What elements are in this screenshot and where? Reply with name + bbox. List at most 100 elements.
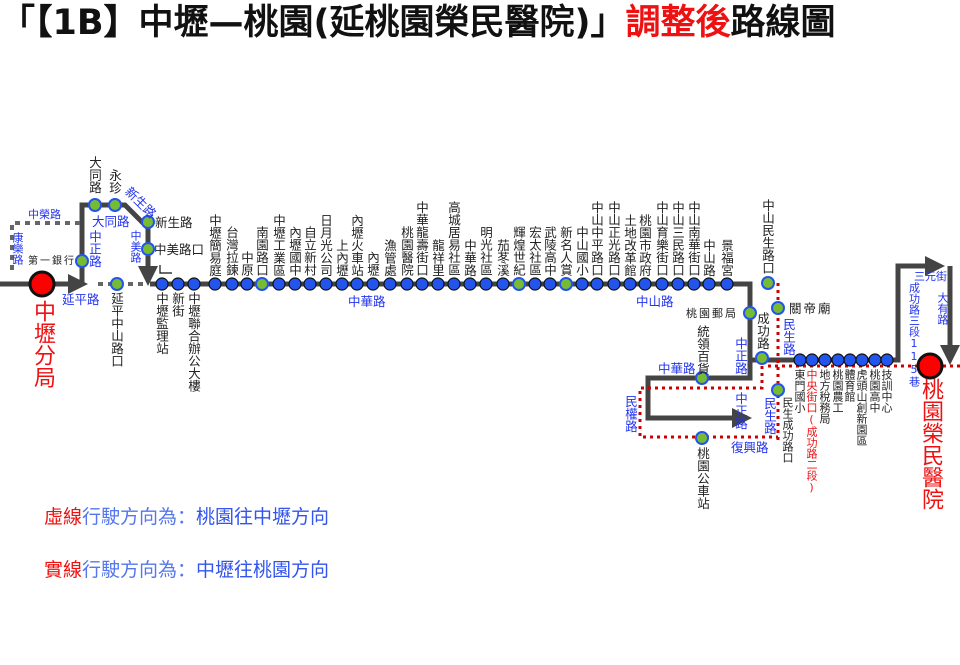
station-marker[interactable] — [880, 353, 894, 367]
station-label: 桃園農工 — [831, 369, 844, 413]
station-label: 中山育樂街口 — [654, 201, 669, 276]
station-marker[interactable] — [671, 277, 685, 291]
station-marker[interactable] — [559, 277, 573, 291]
road-label: 中榮路 — [28, 208, 61, 221]
station-label: 新街 — [170, 292, 185, 317]
station-marker[interactable] — [771, 301, 785, 315]
station-marker[interactable] — [75, 254, 89, 268]
station-label: 中山國小 — [574, 226, 589, 276]
terminal-marker-start — [28, 270, 56, 298]
station-label: 中央街口(成功路二段) — [805, 369, 818, 494]
terminal-label-start: 中壢分局 — [30, 300, 55, 388]
road-label: 康樂路 — [11, 232, 24, 265]
station-marker[interactable] — [141, 215, 155, 229]
station-marker[interactable] — [695, 431, 709, 445]
station-label: 中華路 — [462, 238, 477, 277]
station-marker[interactable] — [225, 277, 239, 291]
station-marker[interactable] — [528, 277, 542, 291]
station-label: 宏太社區 — [527, 226, 542, 276]
station-marker[interactable] — [590, 277, 604, 291]
station-label: 中山南華街口 — [686, 201, 701, 276]
station-marker[interactable] — [272, 277, 286, 291]
station-marker[interactable] — [702, 277, 716, 291]
station-marker[interactable] — [319, 277, 333, 291]
station-marker[interactable] — [818, 353, 832, 367]
station-label: 自立新村 — [302, 226, 317, 276]
station-label: 漁管處 — [382, 238, 397, 277]
station-marker[interactable] — [720, 277, 734, 291]
station-label: 體育館 — [843, 369, 856, 402]
station-marker[interactable] — [447, 277, 461, 291]
road-label: 復興路 — [731, 440, 769, 455]
station-marker[interactable] — [496, 277, 510, 291]
station-marker[interactable] — [110, 277, 124, 291]
label: 中山民生路口 — [760, 199, 775, 274]
station-marker[interactable] — [843, 353, 857, 367]
station-marker[interactable] — [431, 277, 445, 291]
label: 第一銀行 — [28, 256, 76, 267]
station-marker[interactable] — [208, 277, 222, 291]
station-marker[interactable] — [638, 277, 652, 291]
station-label: 桃園高中 — [868, 369, 881, 413]
station-label: 內壢國中 — [287, 226, 302, 276]
station-marker[interactable] — [655, 277, 669, 291]
station-label: 土地改革館 — [622, 213, 637, 277]
station-label: 桃園市政府 — [637, 213, 652, 277]
station-label: 武陵高中 — [542, 226, 557, 276]
station-marker[interactable] — [755, 351, 769, 365]
station-marker[interactable] — [335, 277, 349, 291]
station-marker[interactable] — [831, 353, 845, 367]
station-marker[interactable] — [108, 198, 122, 212]
station-marker[interactable] — [805, 353, 819, 367]
station-label: 龍祥里 — [430, 238, 445, 277]
road-label: 中美路 — [129, 230, 142, 263]
title-map: 路線圖 — [730, 3, 836, 43]
station-marker[interactable] — [171, 277, 185, 291]
station-marker[interactable] — [575, 277, 589, 291]
station-marker[interactable] — [687, 277, 701, 291]
station-marker[interactable] — [868, 353, 882, 367]
station-marker[interactable] — [255, 277, 269, 291]
terminal-marker-end — [916, 352, 944, 380]
station-label: 新名人賞 — [558, 226, 573, 276]
label: 延平中山路口 — [109, 292, 124, 367]
station-marker[interactable] — [761, 276, 775, 290]
station-marker[interactable] — [512, 277, 526, 291]
label: 中美路口 — [154, 242, 205, 257]
station-label: 明光社區 — [478, 226, 493, 276]
station-marker[interactable] — [88, 198, 102, 212]
station-marker[interactable] — [288, 277, 302, 291]
station-marker[interactable] — [607, 277, 621, 291]
station-label: 中壢工業區 — [271, 213, 286, 277]
station-marker[interactable] — [463, 277, 477, 291]
station-marker[interactable] — [743, 306, 757, 320]
road-label: 中正路 — [733, 392, 748, 430]
station-marker[interactable] — [350, 277, 364, 291]
station-marker[interactable] — [695, 371, 709, 385]
station-marker[interactable] — [187, 277, 201, 291]
station-marker[interactable] — [303, 277, 317, 291]
station-label: 內壢火車站 — [349, 213, 364, 277]
station-marker[interactable] — [240, 277, 254, 291]
station-marker[interactable] — [771, 383, 785, 397]
road-label: 成功路三段115巷 — [907, 282, 921, 387]
station-label: 桃園醫院 — [399, 226, 414, 276]
station-marker[interactable] — [141, 242, 155, 256]
title-route: 「【1B】中壢—桃園(延桃園榮民醫院)」 — [0, 3, 626, 43]
station-label: 景福宮 — [719, 238, 734, 277]
station-label: 內壢 — [365, 251, 380, 276]
station-marker[interactable] — [383, 277, 397, 291]
station-marker[interactable] — [855, 353, 869, 367]
station-label: 日月光公司 — [318, 213, 333, 277]
station-marker[interactable] — [155, 277, 169, 291]
station-marker[interactable] — [543, 277, 557, 291]
road-label: 延平路 — [62, 292, 100, 307]
station-label: 高城居易社區 — [446, 201, 461, 276]
station-label: 中壢簡易庭 — [207, 213, 222, 277]
station-marker[interactable] — [623, 277, 637, 291]
station-marker[interactable] — [479, 277, 493, 291]
station-marker[interactable] — [415, 277, 429, 291]
station-marker[interactable] — [366, 277, 380, 291]
station-marker[interactable] — [400, 277, 414, 291]
legend-solid: 實線行駛方向為：中壢往桃園方向 — [44, 559, 330, 581]
